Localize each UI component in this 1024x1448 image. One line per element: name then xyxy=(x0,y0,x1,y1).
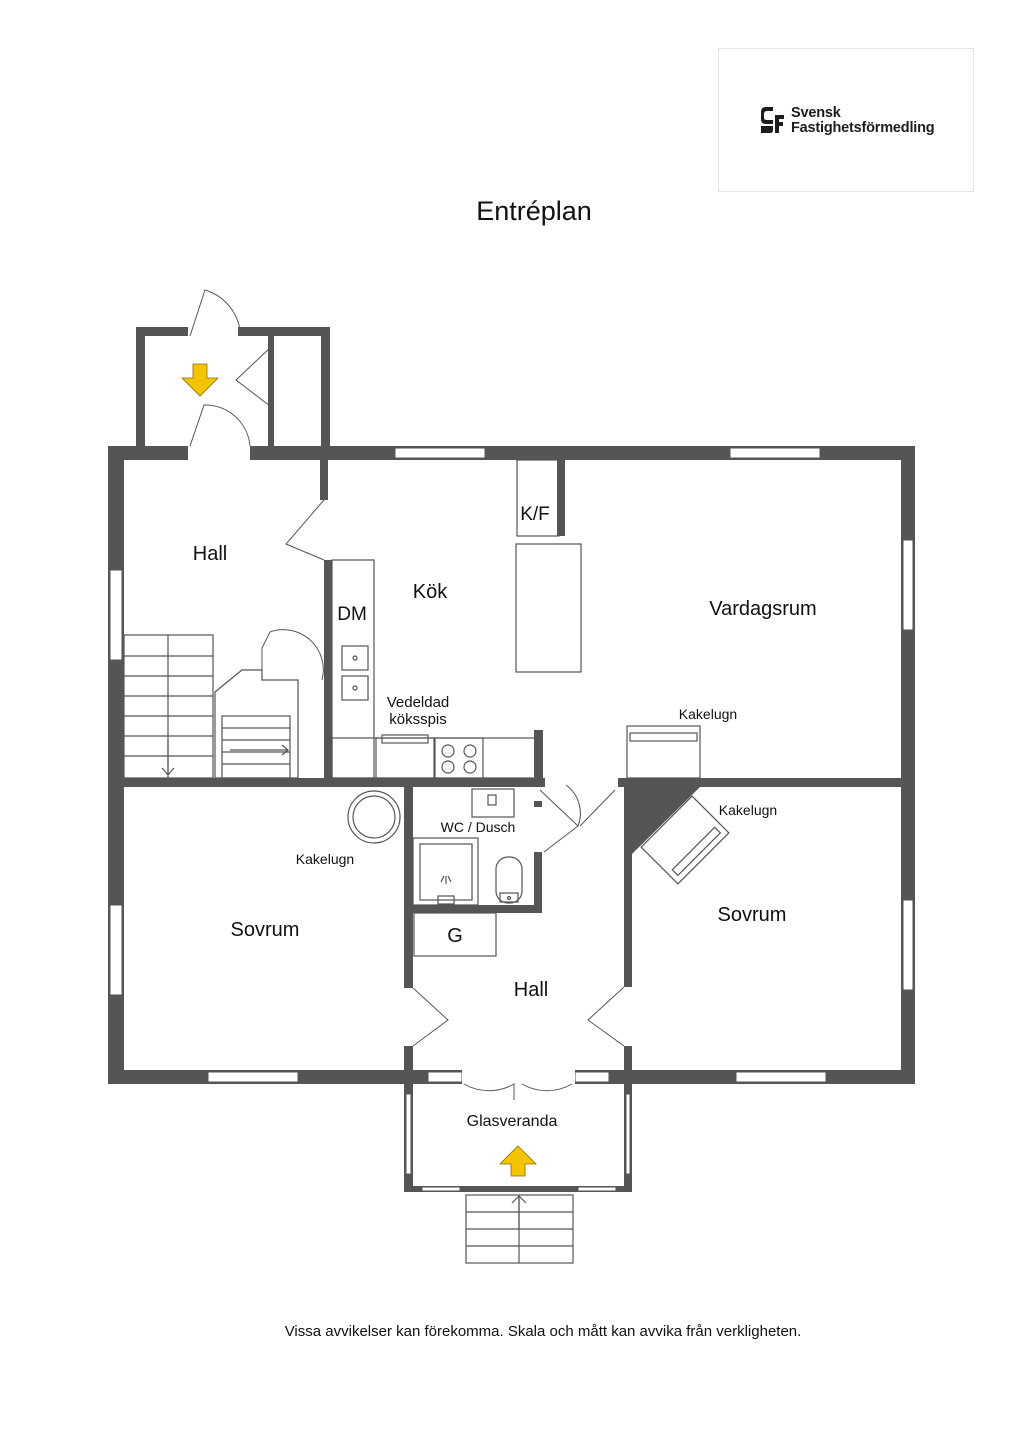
logo-wordmark: Svensk Fastighetsförmedling xyxy=(791,105,935,136)
main-staircase xyxy=(123,634,214,779)
page-title: Entréplan xyxy=(476,196,592,226)
label-tile-stove-bedroom-right: Kakelugn xyxy=(719,802,777,818)
windows xyxy=(109,447,914,1192)
label-kitchen: Kök xyxy=(413,581,448,603)
label-living-room: Vardagsrum xyxy=(709,598,816,620)
label-tile-stove-bedroom-left: Kakelugn xyxy=(296,851,354,867)
entry-arrow-bottom-icon xyxy=(499,1145,537,1177)
wall-stub xyxy=(537,460,565,785)
tile-stove-bedroom-left xyxy=(347,790,401,844)
wc-fixtures xyxy=(412,788,523,906)
tile-stove-bedroom-right xyxy=(640,795,730,885)
label-glass-veranda: Glasveranda xyxy=(467,1113,558,1130)
logo-box: Svensk Fastighetsförmedling xyxy=(718,48,974,192)
disclaimer: Vissa avvikelser kan förekomma. Skala oc… xyxy=(284,1323,802,1340)
logo-line2: Fastighetsförmedling xyxy=(791,120,935,136)
entry-arrow-top-icon xyxy=(181,363,219,397)
entry-arrows xyxy=(181,363,537,1177)
tile-stove-living xyxy=(626,725,701,779)
sf-logo-icon xyxy=(761,107,784,133)
label-bedroom-left: Sovrum xyxy=(231,919,300,941)
label-closet: G xyxy=(447,925,463,947)
label-fridge-freezer: K/F xyxy=(520,504,550,525)
label-wc-shower: WC / Dusch xyxy=(441,819,516,835)
door-swings xyxy=(189,289,625,1100)
front-steps xyxy=(465,1194,574,1264)
label-hall-top: Hall xyxy=(193,543,227,565)
label-wood-stove-2: köksspis xyxy=(389,711,447,728)
label-dishwasher: DM xyxy=(337,604,367,625)
kitchen-fixtures xyxy=(331,459,582,779)
door-openings xyxy=(188,326,633,1085)
closet xyxy=(413,912,497,957)
label-bedroom-right: Sovrum xyxy=(718,904,787,926)
label-tile-stove-living: Kakelugn xyxy=(679,706,737,722)
basement-stairs xyxy=(214,669,299,779)
room-labels: Hall Kök DM K/F Vardagsrum Vedeldad köks… xyxy=(193,504,817,1130)
label-hall-bottom: Hall xyxy=(514,979,548,1001)
label-wood-stove-1: Vedeldad xyxy=(387,694,450,711)
logo-line1: Svensk xyxy=(791,105,841,121)
